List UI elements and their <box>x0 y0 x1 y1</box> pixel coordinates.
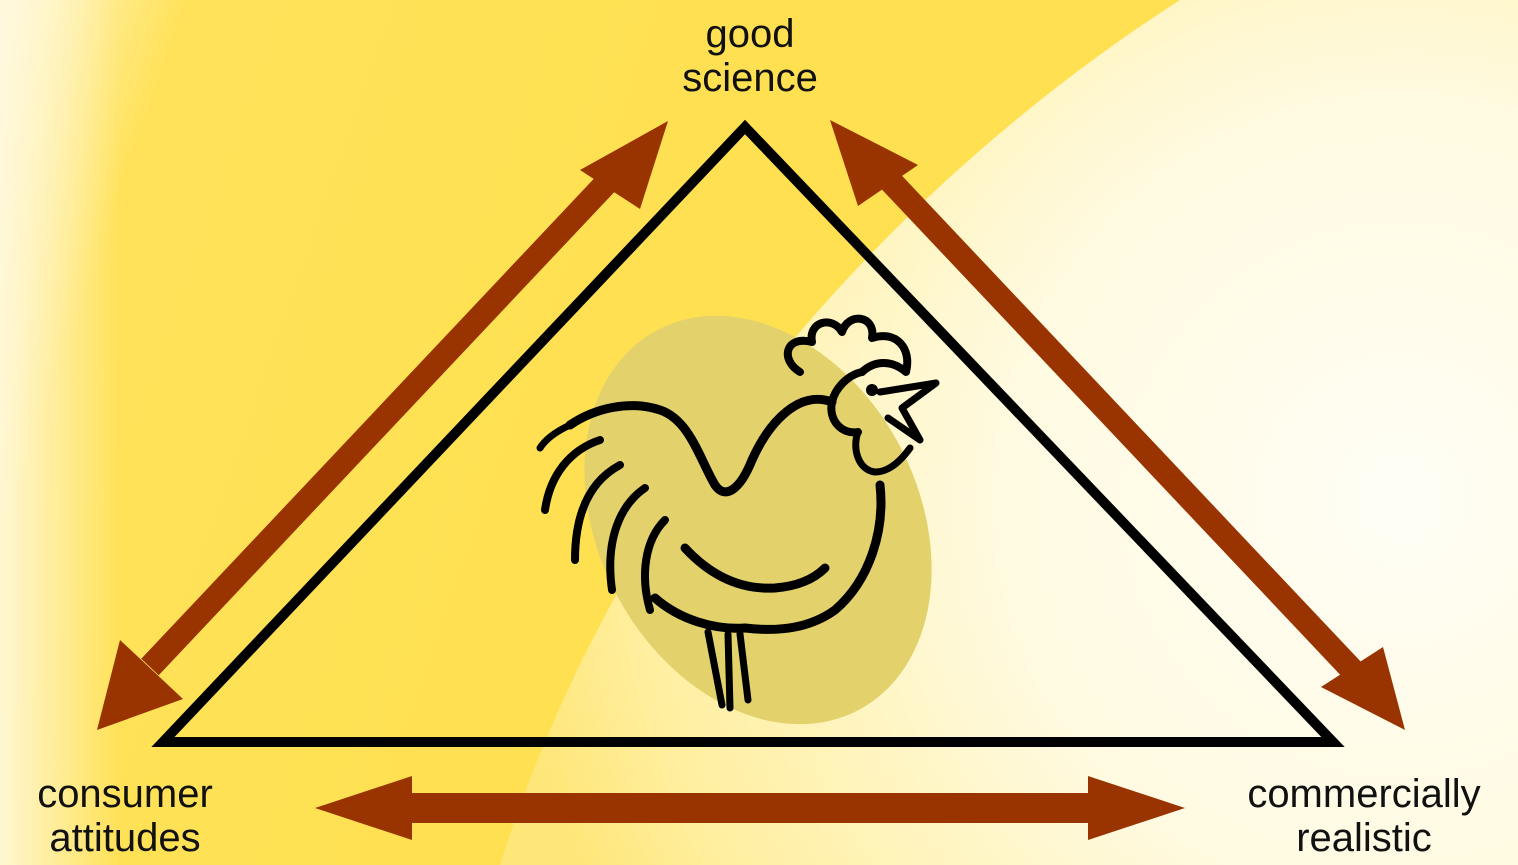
node-label-line: science <box>600 56 900 100</box>
node-label-line: attitudes <box>0 816 250 860</box>
node-label-line: commercially <box>1210 772 1518 816</box>
node-label-line: good <box>600 12 900 56</box>
node-label-good-science: good science <box>600 12 900 100</box>
background-left-glow <box>0 0 120 865</box>
node-label-line: realistic <box>1210 816 1518 860</box>
node-label-line: consumer <box>0 772 250 816</box>
node-label-commercially-realistic: commercially realistic <box>1210 772 1518 860</box>
node-label-consumer-attitudes: consumer attitudes <box>0 772 250 860</box>
